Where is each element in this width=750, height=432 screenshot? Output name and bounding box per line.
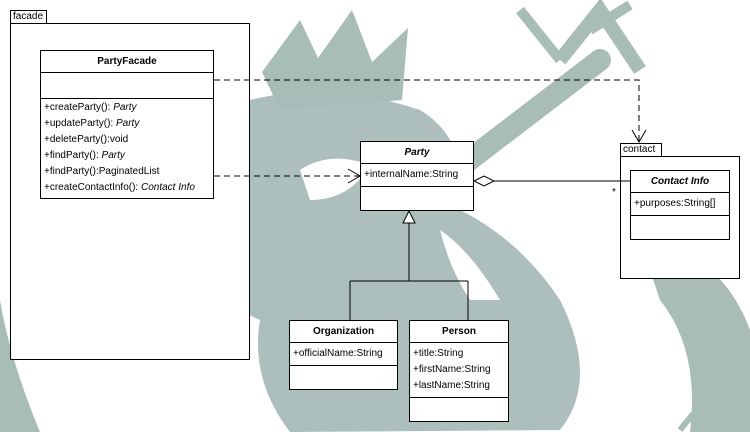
attribute-row: +title:String: [413, 348, 464, 359]
class-contact-info[interactable]: Contact Info +purposes:String[]: [630, 170, 730, 240]
operations-compartment: [361, 187, 473, 193]
contact-package-label: contact: [623, 144, 656, 155]
operation-row: +createParty(): Party: [44, 102, 137, 113]
aggregation-diamond-icon: [472, 175, 496, 187]
class-name: PartyFacade: [41, 51, 213, 73]
generalization-triangle-icon: [402, 209, 416, 224]
attributes-compartment: +title:String +firstName:String +lastNam…: [410, 343, 508, 398]
attributes-compartment: +internalName:String: [361, 164, 473, 187]
operation-row: +deleteParty():void: [44, 134, 129, 145]
operation-row: +updateParty(): Party: [44, 118, 140, 129]
multiplicity-label: *: [612, 187, 616, 198]
operations-compartment: +createParty(): Party +updateParty(): Pa…: [41, 99, 213, 199]
dependency-arrowhead-contact: [631, 129, 647, 143]
attribute-row: +internalName:String: [364, 169, 459, 180]
class-organization[interactable]: Organization +officialName:String: [289, 320, 398, 390]
facade-package-label: facade: [13, 11, 44, 22]
attributes-compartment: +purposes:String[]: [631, 193, 729, 216]
operation-row: +findParty():PaginatedList: [44, 166, 160, 177]
dependency-facade-to-contact: [214, 79, 640, 142]
attribute-row: +lastName:String: [413, 380, 490, 391]
class-name: Person: [410, 321, 508, 343]
class-name: Organization: [290, 321, 397, 343]
class-party[interactable]: Party +internalName:String: [360, 141, 474, 211]
class-person[interactable]: Person +title:String +firstName:String +…: [409, 320, 509, 422]
attributes-compartment: +officialName:String: [290, 343, 397, 366]
operation-row: +createContactInfo(): Contact Info: [44, 182, 195, 193]
operations-compartment: [290, 366, 397, 372]
operations-compartment: [631, 216, 729, 222]
operations-compartment: [410, 398, 508, 404]
attribute-row: +firstName:String: [413, 364, 491, 375]
class-name: Party: [361, 142, 473, 164]
attribute-row: +purposes:String[]: [634, 198, 716, 209]
attributes-compartment: [41, 73, 213, 99]
attribute-row: +officialName:String: [293, 348, 383, 359]
operation-row: +findParty(): Party: [44, 150, 125, 161]
class-party-facade[interactable]: PartyFacade +createParty(): Party +updat…: [40, 50, 214, 199]
class-name: Contact Info: [631, 171, 729, 193]
